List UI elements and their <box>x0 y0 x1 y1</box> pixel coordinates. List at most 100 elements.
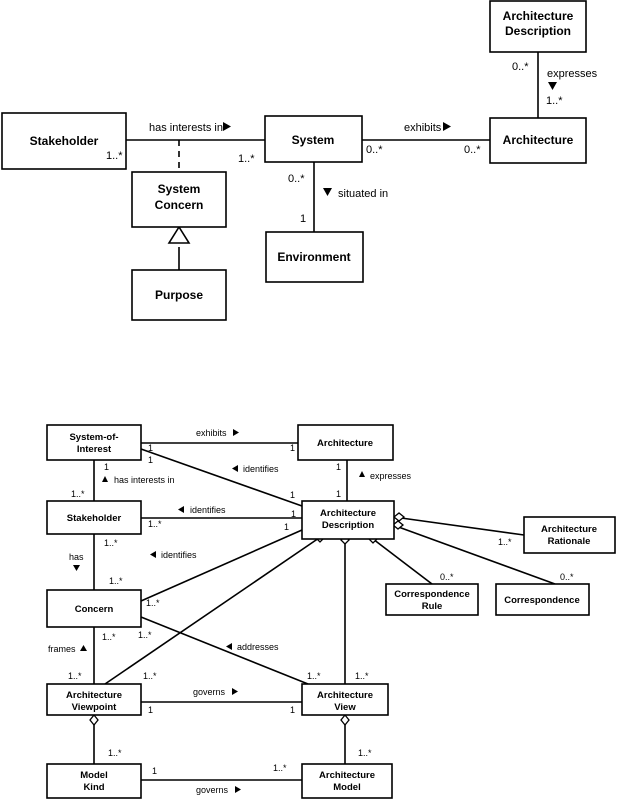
box-corr-rule-line1: Correspondence <box>394 589 470 600</box>
direction-arrow-down-icon <box>548 82 557 90</box>
aggregation-diamond-icon <box>89 713 99 727</box>
mult-ad-top: 0..* <box>512 61 529 73</box>
direction-arrow-up-icon <box>80 645 87 651</box>
label-identifies-soi: identifies <box>243 464 279 474</box>
mult-modelkind-model-right: 1..* <box>273 763 287 773</box>
box-architecture: Architecture <box>489 117 587 164</box>
mult-modelkind-model-left: 1 <box>152 766 157 776</box>
direction-arrow-right-icon <box>233 429 239 436</box>
mult-concern-viewpoint-top: 1..* <box>102 632 116 642</box>
mult-ad-viewpoint: 1..* <box>143 671 157 681</box>
aggregation-diamond-icon <box>392 512 406 522</box>
box-viewpoint-line1: Architecture <box>66 690 122 701</box>
aggregation-diamond-icon <box>340 713 350 727</box>
label-has-interests-in-2: has interests in <box>114 475 175 485</box>
box-corr-rule-line2: Rule <box>422 601 443 612</box>
mult-view-model: 1..* <box>358 748 372 758</box>
mult-viewpoint-view-left: 1 <box>148 705 153 715</box>
box-concern: Concern <box>46 589 142 628</box>
box-arch-model-line2: Model <box>333 782 360 793</box>
edge-concern-view <box>140 616 309 685</box>
box-view-line1: Architecture <box>317 690 373 701</box>
label-identifies-stakeholder: identifies <box>190 505 226 515</box>
edge-soi-description <box>140 448 303 507</box>
mult-concern-view-right: 1..* <box>307 671 321 681</box>
box-architecture-description-line2: Description <box>505 24 571 38</box>
box-architecture-description: Architecture Description <box>489 0 587 53</box>
direction-arrow-up-icon <box>102 476 108 482</box>
label-exhibits: exhibits <box>404 122 442 134</box>
direction-arrow-down-icon <box>73 565 80 571</box>
mult-ad-corr-rule: 0..* <box>440 572 454 582</box>
direction-arrow-left-icon <box>150 551 156 558</box>
box-model-kind-line2: Kind <box>83 782 104 793</box>
box-soi-line1: System-of- <box>69 432 118 443</box>
direction-arrow-right-icon <box>443 122 451 131</box>
box-ad-2-line1: Architecture <box>320 508 376 519</box>
aggregation-diamond-icon <box>391 520 405 530</box>
edge-description-rationale <box>393 516 525 536</box>
mult-concern-ad-left: 1..* <box>146 598 160 608</box>
box-architecture-view: Architecture View <box>301 683 389 716</box>
mult-stake-ad-right: 1 <box>291 509 296 519</box>
box-rationale-line2: Rationale <box>548 536 591 547</box>
direction-arrow-up-icon <box>359 471 365 477</box>
label-expresses-2: expresses <box>370 471 412 481</box>
box-architecture-description-2: Architecture Description <box>301 500 395 540</box>
direction-arrow-left-icon <box>226 643 232 650</box>
generalization-arrowhead <box>167 225 191 244</box>
mult-stakeholder-right: 1..* <box>238 153 255 165</box>
mult-ad-correspondence: 0..* <box>560 572 574 582</box>
box-stakeholder-2: Stakeholder <box>46 500 142 535</box>
box-environment: Environment <box>265 231 364 283</box>
mult-soi-arch-right: 1 <box>290 443 295 453</box>
mult-ad-view: 1..* <box>355 671 369 681</box>
box-purpose: Purpose <box>131 269 227 321</box>
mult-soi-arch-left: 1 <box>148 443 153 453</box>
label-governs-model: governs <box>196 785 229 795</box>
direction-arrow-right-icon <box>235 786 241 793</box>
box-stakeholder: Stakeholder <box>1 112 127 170</box>
box-architecture-rationale: Architecture Rationale <box>523 516 616 554</box>
mult-arch-bottom: 1..* <box>546 95 563 107</box>
diagram-context: Stakeholder System Architecture Architec… <box>1 0 598 321</box>
box-viewpoint-line2: Viewpoint <box>72 702 118 713</box>
edge-description-correspondence-rule <box>372 538 433 585</box>
mult-stake-concern-top: 1..* <box>104 538 118 548</box>
direction-arrow-left-icon <box>232 465 238 472</box>
label-identifies-concern: identifies <box>161 550 197 560</box>
box-environment-label: Environment <box>277 250 350 264</box>
mult-arch-ad-top: 1 <box>336 462 341 472</box>
mult-viewpoint-view-right: 1 <box>290 705 295 715</box>
mult-soi-stake-bottom: 1..* <box>71 489 85 499</box>
box-system-concern: System Concern <box>131 171 227 228</box>
label-frames: frames <box>48 644 76 654</box>
box-ad-2-line2: Description <box>322 520 374 531</box>
box-model-kind-line1: Model <box>80 770 107 781</box>
box-rationale-line1: Architecture <box>541 524 597 535</box>
edge-concern-description <box>140 529 303 602</box>
box-system-concern-line2: Concern <box>155 198 204 212</box>
direction-arrow-right-icon <box>232 688 238 695</box>
mult-soi-stake-top: 1 <box>104 462 109 472</box>
label-exhibits-2: exhibits <box>196 428 227 438</box>
mult-system-arch-left: 0..* <box>366 144 383 156</box>
mult-soi-ad-right: 1 <box>290 490 295 500</box>
box-model-kind: Model Kind <box>46 763 142 799</box>
mult-system-env-top: 0..* <box>288 173 305 185</box>
mult-stake-concern-bottom: 1..* <box>109 576 123 586</box>
mult-arch-ad-bottom: 1 <box>336 489 341 499</box>
label-has-interests-in: has interests in <box>149 122 223 134</box>
label-addresses: addresses <box>237 642 279 652</box>
box-stakeholder-2-label: Stakeholder <box>67 513 122 524</box>
mult-viewpoint-modelkind: 1..* <box>108 748 122 758</box>
box-stakeholder-label: Stakeholder <box>30 134 99 148</box>
box-concern-label: Concern <box>75 604 114 615</box>
box-correspondence-label: Correspondence <box>504 595 580 606</box>
box-system-of-interest: System-of- Interest <box>46 424 142 461</box>
mult-system-arch-right: 0..* <box>464 144 481 156</box>
label-has: has <box>69 552 84 562</box>
mult-concern-view-left: 1..* <box>138 630 152 640</box>
box-architecture-model: Architecture Model <box>301 763 393 799</box>
box-architecture-2-label: Architecture <box>317 438 373 449</box>
